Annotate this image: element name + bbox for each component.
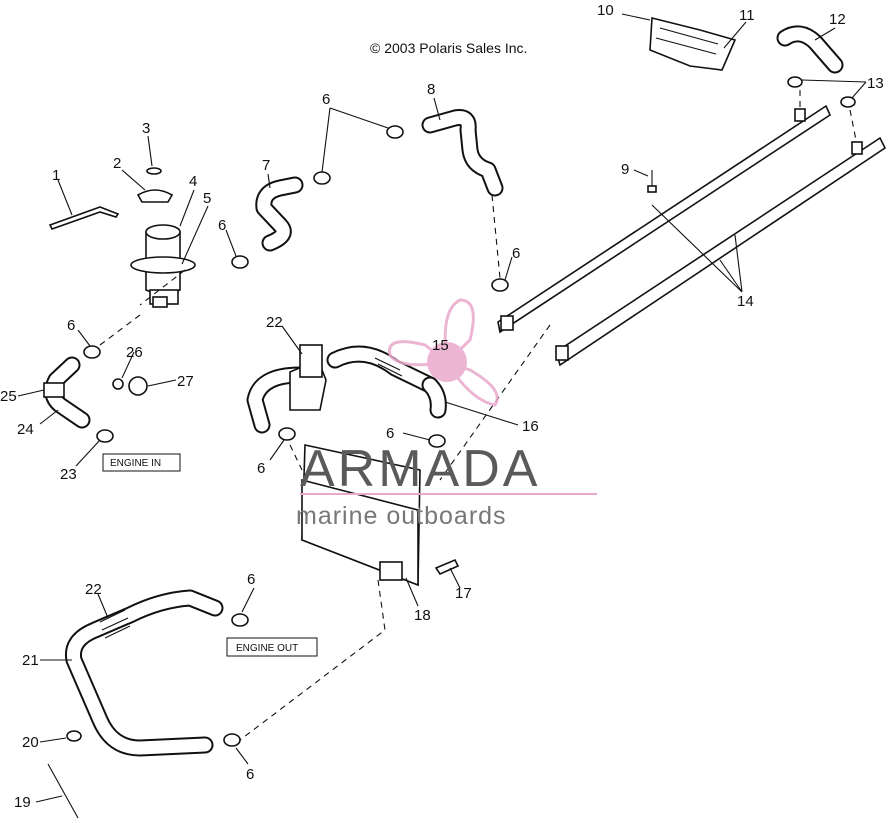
callout-6f: 6	[257, 460, 265, 477]
part-22-housing	[246, 344, 447, 434]
copyright-text: © 2003 Polaris Sales Inc.	[370, 40, 527, 56]
part-24-hose	[43, 356, 91, 429]
callout-24: 24	[17, 421, 34, 438]
part-17-fitting	[434, 558, 460, 576]
callout-22a: 22	[266, 314, 283, 331]
callout-10: 10	[597, 2, 614, 19]
callout-11: 11	[739, 7, 755, 24]
callout-6d: 6	[512, 245, 520, 262]
callout-25: 25	[0, 388, 17, 405]
part-9-bolt	[647, 170, 657, 193]
callout-2: 2	[113, 155, 121, 172]
callout-16: 16	[522, 418, 539, 435]
watermark-brand: ARMADA	[300, 440, 540, 498]
callout-6e: 6	[386, 425, 394, 442]
part-4-reservoir	[130, 224, 196, 308]
leader-lines	[17, 13, 867, 803]
engine-out-label: ENGINE OUT	[236, 643, 298, 654]
callout-3: 3	[142, 120, 150, 137]
part-14-rails	[497, 104, 887, 367]
watermark-logo	[387, 298, 499, 407]
callout-23: 23	[60, 466, 77, 483]
callout-12: 12	[829, 11, 846, 28]
callout-1: 1	[52, 167, 60, 184]
callout-13: 13	[867, 75, 884, 92]
callout-9: 9	[621, 161, 629, 178]
engine-in-box: ENGINE IN	[102, 453, 181, 472]
callout-6h: 6	[246, 766, 254, 783]
part-7-hose	[255, 176, 304, 252]
part-8-hose	[421, 109, 504, 197]
callout-18: 18	[414, 607, 431, 624]
callout-5: 5	[203, 190, 211, 207]
callout-4: 4	[189, 173, 197, 190]
callout-17: 17	[455, 585, 472, 602]
callout-21: 21	[22, 652, 39, 669]
callout-6a: 6	[322, 91, 330, 108]
callout-8: 8	[427, 81, 435, 98]
callout-6c: 6	[67, 317, 75, 334]
callout-26: 26	[126, 344, 143, 361]
part-6-clamps	[83, 125, 509, 747]
callout-6b: 6	[218, 217, 226, 234]
part-12-hose	[776, 25, 844, 74]
part-19-rod	[47, 763, 79, 819]
callout-7: 7	[262, 157, 270, 174]
part-21-hose	[64, 589, 224, 757]
engine-out-box: ENGINE OUT	[226, 637, 318, 657]
part-26-27	[112, 376, 148, 396]
part-11-pad	[649, 16, 737, 71]
part-13-clamps	[787, 76, 856, 108]
engine-in-label: ENGINE IN	[110, 458, 161, 469]
callout-22b: 22	[85, 581, 102, 598]
part-1-wrench	[48, 206, 120, 230]
callout-27: 27	[177, 373, 194, 390]
callout-20: 20	[22, 734, 39, 751]
callout-14: 14	[737, 293, 754, 310]
callout-19: 19	[14, 794, 31, 811]
callout-6g: 6	[247, 571, 255, 588]
callout-numbers: 10 11 12 13 14 9 8 6 7 1 3 2 4 5 6 6 26 …	[0, 2, 884, 811]
part-20-clamp	[66, 730, 82, 742]
alignment-lines	[99, 90, 857, 741]
watermark-tagline: marine outboards	[296, 502, 507, 530]
part-18-heat-exchanger	[301, 444, 421, 587]
part-2-cap	[136, 167, 174, 203]
callout-15: 15	[432, 337, 449, 354]
